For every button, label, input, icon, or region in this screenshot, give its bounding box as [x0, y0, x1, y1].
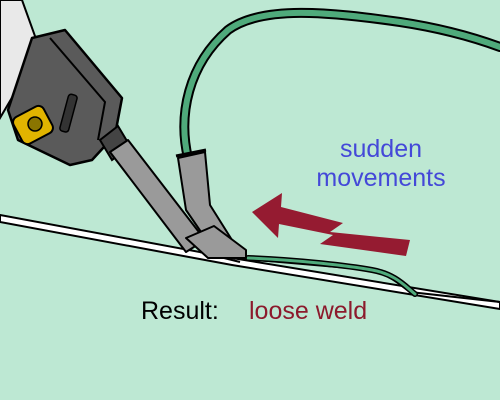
motion-arrow-icon [252, 193, 410, 256]
action-caption-line1: sudden [339, 135, 423, 163]
result-label: Result: [141, 297, 219, 325]
welding-gun-icon [0, 0, 247, 259]
outcome-label: loose weld [249, 297, 368, 325]
filament-wire-icon [179, 7, 500, 297]
action-caption: sudden movements [316, 135, 446, 193]
badge-icon [12, 104, 54, 146]
plastic-sheets [0, 214, 500, 310]
action-caption-line2: movements [316, 164, 446, 192]
